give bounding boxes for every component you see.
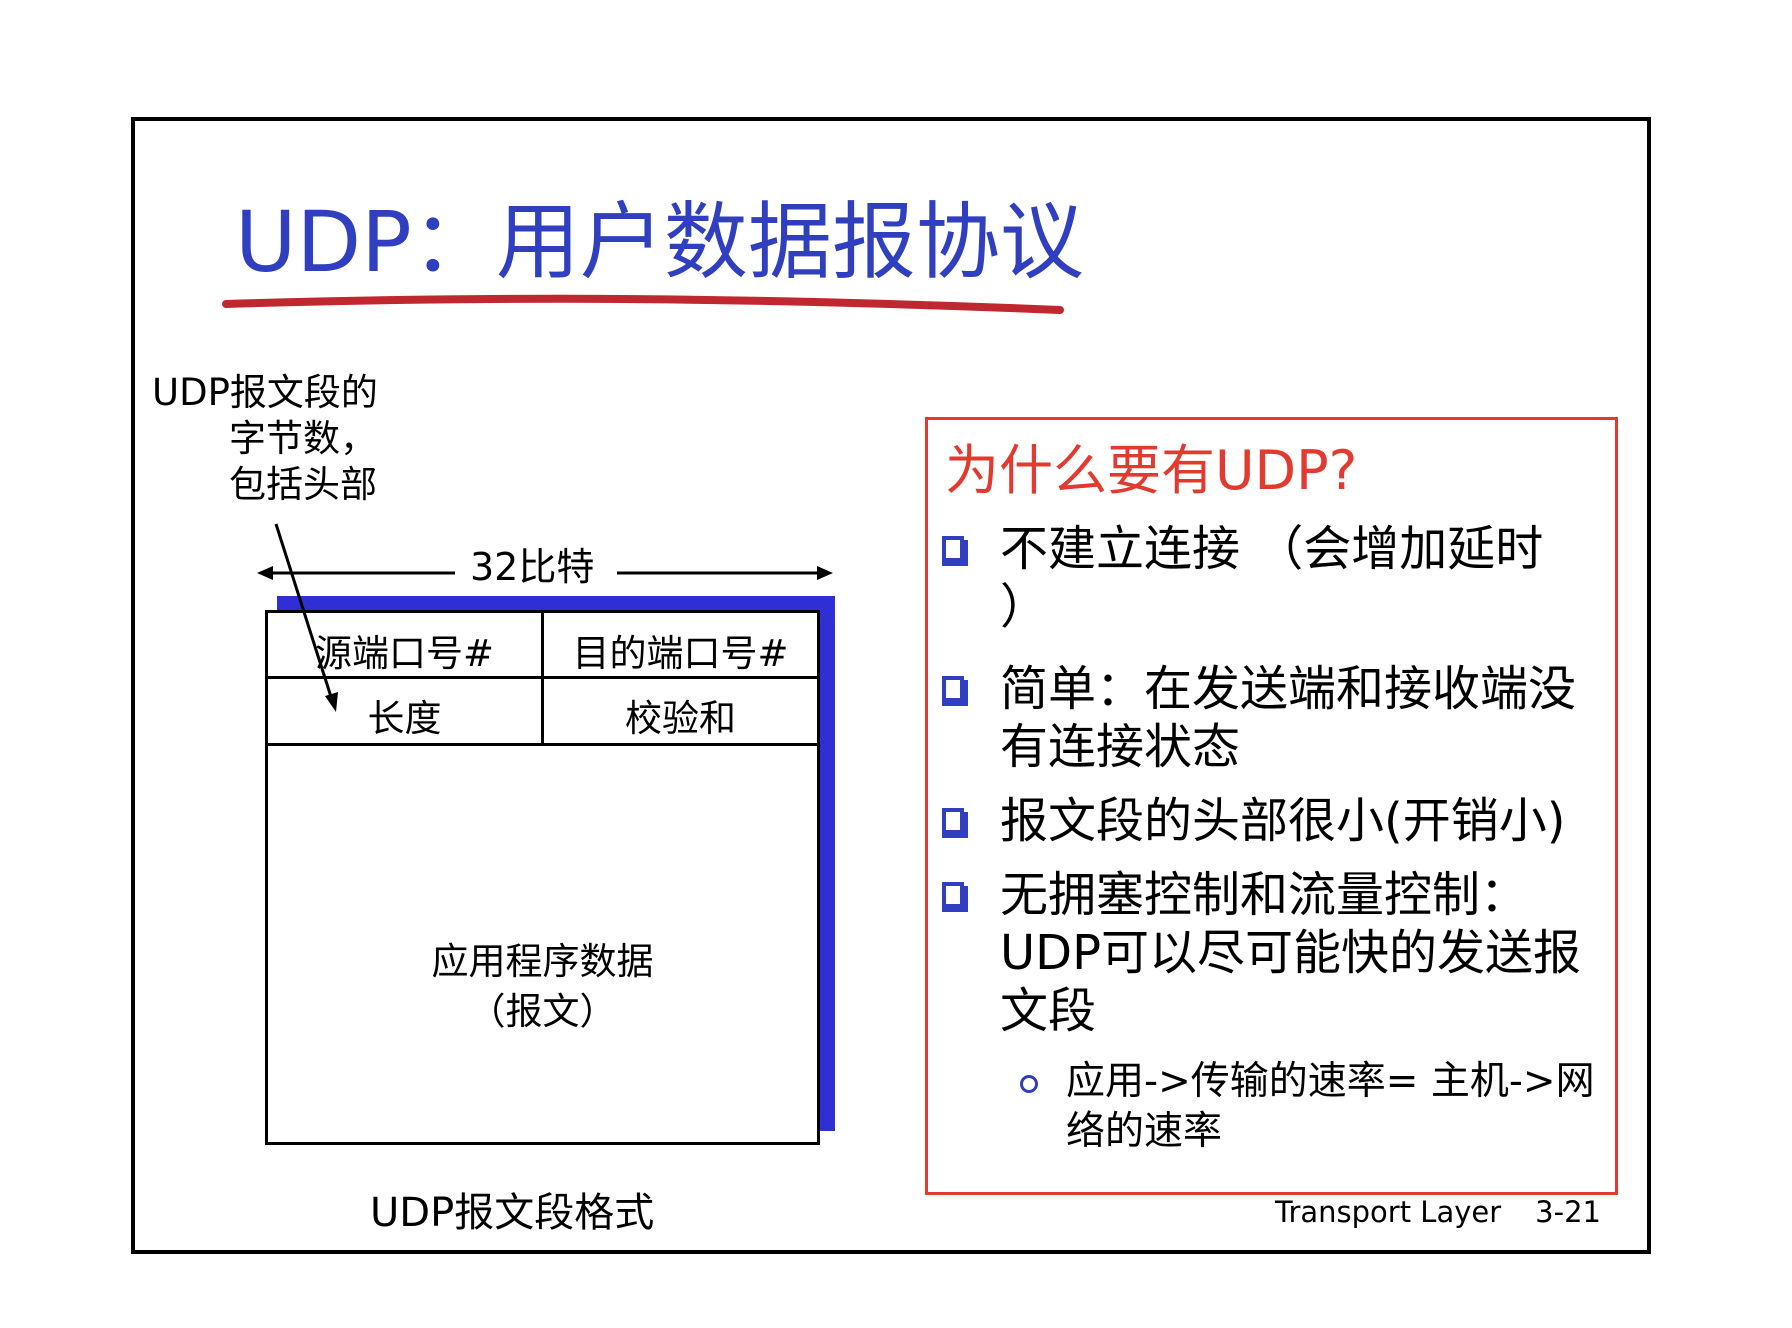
checksum-field: 校验和 bbox=[625, 697, 736, 740]
slide-footer: Transport Layer 3-21 bbox=[1275, 1195, 1601, 1229]
bullet-item: 无拥塞控制和流量控制： UDP可以尽可能快的发送报 文段 bbox=[942, 866, 1581, 1040]
page-number: 3-21 bbox=[1535, 1195, 1601, 1229]
length-field: 长度 bbox=[367, 697, 442, 740]
bullet-item: 不建立连接 （会增加延时 ） bbox=[942, 520, 1543, 636]
field-note-line: 字节数， bbox=[229, 417, 377, 460]
format-caption: UDP报文段格式 bbox=[370, 1190, 655, 1236]
width-label: 32比特 bbox=[470, 545, 595, 589]
square-bullet-icon bbox=[942, 676, 968, 706]
udp-segment-box: 源端口号# 目的端口号# 长度 校验和 应用程序数据 （报文） bbox=[265, 610, 820, 1145]
square-bullet-icon bbox=[942, 882, 968, 912]
bullet-item: 简单：在发送端和接收端没 有连接状态 bbox=[942, 660, 1576, 776]
dest-port-field: 目的端口号# bbox=[572, 632, 789, 675]
why-udp-title: 为什么要有UDP? bbox=[945, 439, 1358, 502]
column-divider bbox=[541, 613, 544, 743]
width-arrows bbox=[257, 566, 833, 580]
bullet-item: 报文段的头部很小(开销小) bbox=[942, 792, 1565, 850]
row-divider bbox=[268, 743, 817, 746]
field-note-line: UDP报文段的 bbox=[152, 371, 378, 414]
why-udp-box bbox=[925, 417, 1618, 1195]
slide-title: UDP：用户数据报协议 bbox=[235, 193, 1084, 291]
footer-label: Transport Layer bbox=[1275, 1195, 1502, 1229]
title-underline bbox=[222, 294, 1064, 314]
payload-label: 应用程序数据 bbox=[431, 940, 654, 983]
length-pointer-arrow bbox=[274, 523, 338, 712]
sub-bullet-item: 应用->传输的速率= 主机->网 络的速率 bbox=[1020, 1057, 1595, 1157]
field-note-line: 包括头部 bbox=[229, 463, 377, 506]
source-port-field: 源端口号# bbox=[314, 632, 494, 675]
slide-frame bbox=[131, 117, 1651, 1254]
payload-label: （报文） bbox=[468, 990, 617, 1033]
circle-bullet-icon bbox=[1020, 1075, 1038, 1093]
square-bullet-icon bbox=[942, 808, 968, 838]
length-field-note: UDP报文段的 字节数， 包括头部 bbox=[152, 370, 378, 508]
square-bullet-icon bbox=[942, 536, 968, 566]
